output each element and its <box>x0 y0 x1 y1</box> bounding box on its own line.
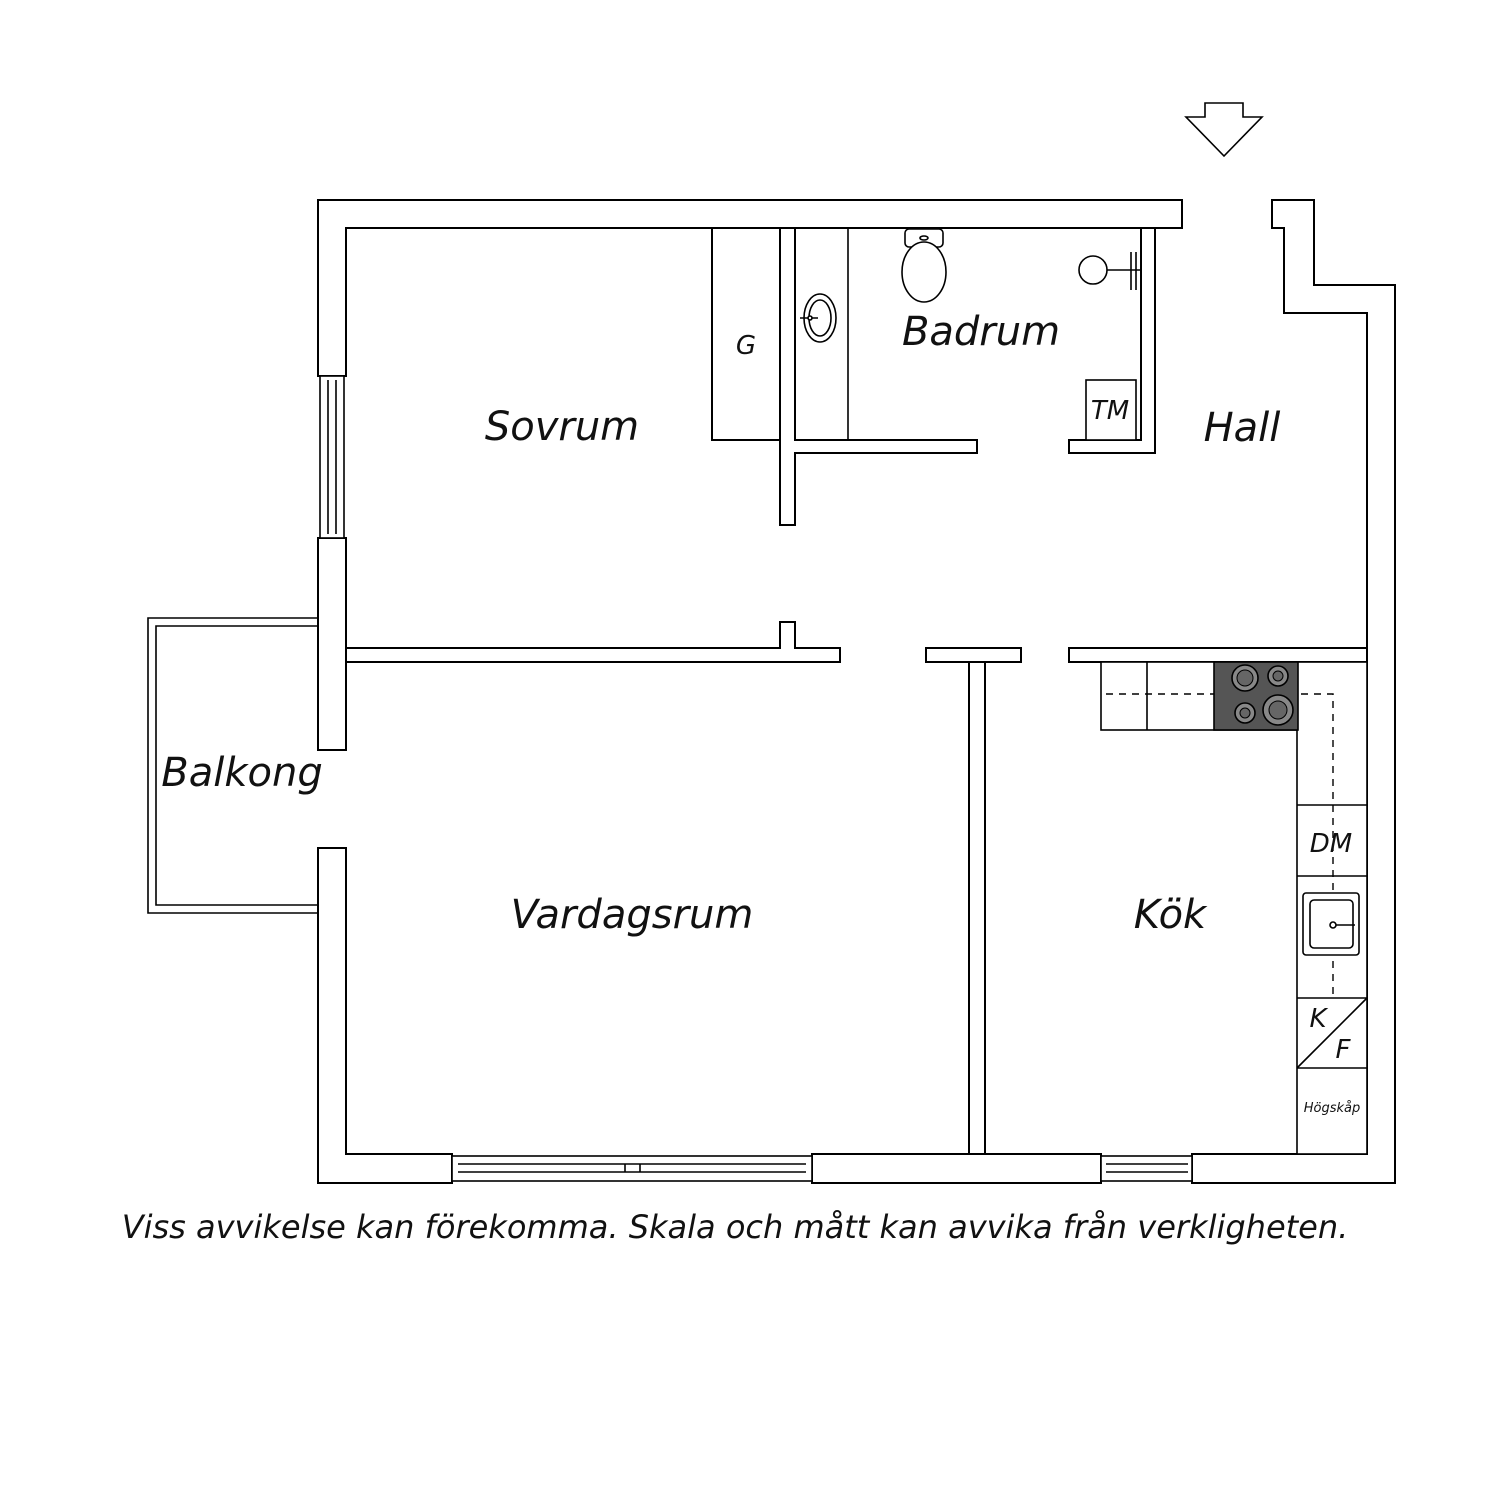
room-label-hall: Hall <box>1204 405 1281 451</box>
sink-icon <box>800 293 837 343</box>
washing-machine <box>1085 379 1137 441</box>
wall-bottom-mid <box>811 1153 1102 1184</box>
wall-left-bottom <box>317 847 453 1184</box>
stove-icon <box>1213 661 1299 731</box>
wall-hall-kitchen <box>1068 647 1368 663</box>
wall-bedroom-living <box>345 621 841 663</box>
window-icon <box>451 1155 813 1182</box>
fixture-label-tm: TM <box>1091 396 1129 426</box>
interior-walls <box>345 227 1368 1155</box>
toilet-icon <box>901 228 947 303</box>
shower-icon <box>1078 252 1140 290</box>
wall-hall-stub <box>925 647 1022 663</box>
outer-walls <box>317 199 1396 1184</box>
room-label-vardagsrum: Vardagsrum <box>511 892 754 938</box>
room-label-sovrum: Sovrum <box>485 404 639 450</box>
fixture-label-f: F <box>1336 1035 1352 1065</box>
room-label-kok: Kök <box>1134 892 1208 938</box>
wall-bedroom-bath <box>779 227 978 526</box>
disclaimer-text: Viss avvikelse kan förekomma. Skala och … <box>121 1208 1349 1246</box>
balcony-railing <box>147 617 318 914</box>
wall-right <box>1191 199 1396 1184</box>
fixture-label-hogskap: Högskåp <box>1304 1101 1361 1116</box>
fixture-label-dm: DM <box>1310 829 1352 859</box>
kitchen-sink-icon <box>1302 892 1360 956</box>
window-icon <box>1100 1155 1193 1182</box>
entrance-arrow-icon <box>1184 102 1264 158</box>
room-label-balkong: Balkong <box>161 750 322 796</box>
wall-left-mid <box>317 537 347 751</box>
room-label-badrum: Badrum <box>902 309 1060 355</box>
fixture-label-g: G <box>736 331 756 361</box>
wall-top <box>317 199 1183 377</box>
wall-bath-right <box>1068 227 1156 454</box>
fixture-label-k: K <box>1309 1004 1328 1034</box>
window-icon <box>319 375 345 539</box>
wall-living-kitchen <box>968 661 986 1155</box>
